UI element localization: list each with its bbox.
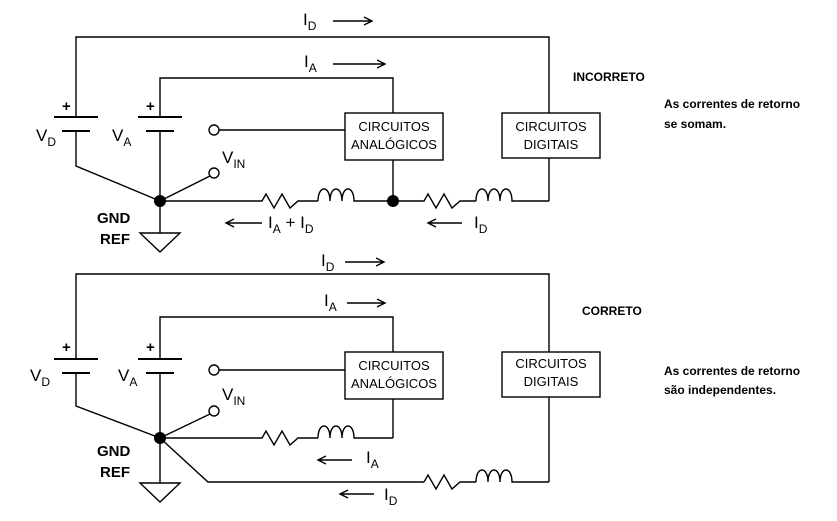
top-return-inductor-2: [475, 188, 549, 202]
top-circuit: [54, 16, 601, 253]
top-status: INCORRETO: [573, 70, 645, 84]
bottom-vd-to-gnd: [75, 373, 161, 439]
top-vd-plus: +: [62, 98, 71, 115]
top-va-plus: +: [146, 98, 155, 115]
bottom-ia-wire: [159, 316, 394, 352]
bottom-ret-ia-arrow: [316, 455, 352, 465]
top-ia-wire: [159, 77, 394, 113]
top-vd-label: VD: [36, 126, 56, 149]
top-analog-line1: CIRCUITOS: [358, 119, 430, 134]
bottom-status: CORRETO: [582, 304, 642, 318]
bottom-id-arrow: [345, 257, 386, 267]
top-return-inductor-1: [317, 188, 393, 202]
top-id-wire: [75, 36, 550, 113]
bottom-circuit: [54, 257, 601, 503]
bottom-ret-ia-label: IA: [366, 448, 379, 471]
bottom-note-line1: As correntes de retorno: [664, 364, 800, 378]
bottom-va-plus: +: [146, 339, 155, 356]
top-return-resistor-2: [393, 192, 476, 210]
bottom-analog-box: [344, 351, 444, 400]
top-va-label: VA: [112, 126, 131, 149]
top-vin-terminal-lower: [208, 167, 220, 179]
bottom-note-line2: são independentes.: [664, 383, 776, 397]
top-return-resistor-1: [160, 192, 318, 210]
top-analog-box: [344, 112, 444, 161]
top-sum-arrow: [224, 218, 262, 228]
top-ia-arrow: [333, 59, 387, 69]
bottom-digital-return-inductor: [475, 469, 549, 483]
bottom-ia-label: IA: [324, 291, 337, 314]
bottom-ground-symbol: [138, 482, 182, 503]
top-vin-terminal-upper: [208, 124, 220, 136]
bottom-vd-plus: +: [62, 339, 71, 356]
top-sum-label: IA + ID: [268, 213, 314, 236]
top-ret-id-arrow: [426, 218, 462, 228]
top-digital-line1: CIRCUITOS: [515, 119, 587, 134]
bottom-analog-line2: ANALÓGICOS: [351, 376, 437, 391]
bottom-analog-return-inductor: [317, 425, 393, 439]
bottom-ret-id-label: ID: [384, 485, 398, 508]
top-ref-label: REF: [100, 231, 130, 248]
top-digital-line2: DIGITAIS: [524, 137, 579, 152]
top-analog-line2: ANALÓGICOS: [351, 137, 437, 152]
bottom-vin-label: VIN: [222, 385, 245, 408]
bottom-ia-arrow: [347, 298, 387, 308]
top-note-line2: se somam.: [664, 117, 726, 131]
top-vin-label: VIN: [222, 148, 245, 171]
bottom-vd-label: VD: [30, 366, 50, 389]
top-id-arrow: [333, 16, 374, 26]
top-digital-box: [501, 112, 601, 159]
top-id-label: ID: [303, 10, 317, 33]
bottom-gnd-label: GND: [97, 443, 131, 460]
bottom-ref-label: REF: [100, 464, 130, 481]
bottom-id-wire: [75, 273, 550, 352]
bottom-ret-id-arrow: [338, 489, 374, 499]
top-note-line1: As correntes de retorno: [664, 97, 800, 111]
top-ia-label: IA: [304, 52, 317, 75]
bottom-vin-terminal-lower: [208, 405, 220, 417]
top-gnd-label: GND: [97, 210, 131, 227]
bottom-digital-return-resistor: [423, 473, 476, 491]
top-vd-to-gnd: [75, 131, 161, 202]
bottom-digital-line1: CIRCUITOS: [515, 356, 587, 371]
bottom-id-label: ID: [321, 251, 335, 274]
bottom-analog-line1: CIRCUITOS: [358, 358, 430, 373]
top-ground-symbol: [138, 232, 182, 253]
bottom-va-label: VA: [118, 366, 137, 389]
bottom-digital-return-wire: [159, 437, 424, 483]
bottom-analog-return-resistor: [160, 429, 318, 447]
top-analog-node: [387, 195, 399, 207]
bottom-digital-box: [501, 351, 601, 398]
top-ret-id-label: ID: [474, 213, 488, 236]
bottom-digital-line2: DIGITAIS: [524, 374, 579, 389]
bottom-vin-terminal-upper: [208, 364, 220, 376]
